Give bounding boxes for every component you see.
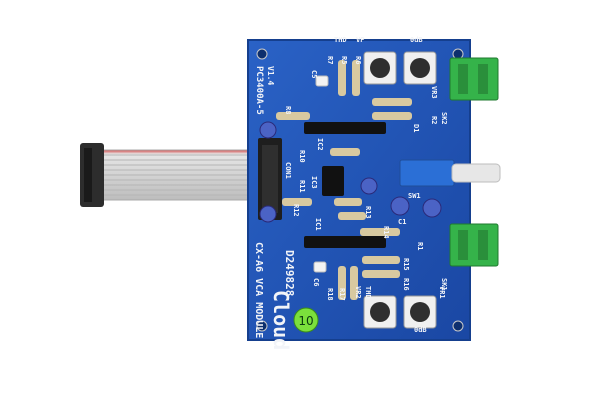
label-r15: R15 xyxy=(402,258,410,271)
capacitors xyxy=(259,75,442,273)
label-sw1: SW1 xyxy=(408,192,421,200)
label-c1: C1 xyxy=(398,218,406,226)
label-con1: CON1 xyxy=(284,162,292,179)
version-text: V1.4 xyxy=(266,66,275,85)
label-vp-top: VP xyxy=(356,36,364,44)
label-r6: R6 xyxy=(354,56,362,64)
label-ic1: IC1 xyxy=(314,218,322,231)
label-vr1: VR1 xyxy=(438,286,446,299)
label-r11: R11 xyxy=(298,180,306,193)
ribbon-connector xyxy=(80,143,104,207)
label-r10: R10 xyxy=(298,150,306,163)
silkscreen: Cloud CX-A6 VCA MODULE D249828 PC3400A-5… xyxy=(253,36,448,350)
label-r18: R18 xyxy=(326,288,334,301)
green-marker: 10 xyxy=(293,307,319,333)
marker-text: 10 xyxy=(298,314,313,328)
part-number-text: D249828 xyxy=(283,250,296,296)
label-c6: C6 xyxy=(312,278,320,286)
label-r13: R13 xyxy=(364,206,372,219)
label-sk2: SK2 xyxy=(440,112,448,125)
label-c5: C5 xyxy=(310,70,318,78)
label-vr3: VR3 xyxy=(430,86,438,99)
label-thd-top: THD xyxy=(334,36,347,44)
label-r16: R16 xyxy=(402,278,410,291)
label-r1: R1 xyxy=(416,242,424,250)
label-sk1: SK1 xyxy=(440,278,448,291)
label-0db-top: 0dB xyxy=(410,36,423,44)
label-r8: R8 xyxy=(284,106,292,114)
sw1-switch xyxy=(399,159,501,187)
label-d1: D1 xyxy=(412,124,420,132)
label-r14: R14 xyxy=(382,226,390,239)
label-vr2: VR2 xyxy=(354,286,362,299)
pcb-code-text: PC3400A-5 xyxy=(254,66,264,115)
resistors xyxy=(276,60,412,300)
ic-chips xyxy=(304,122,386,248)
label-r17: R17 xyxy=(338,288,346,301)
label-r12: R12 xyxy=(292,204,300,217)
ribbon-cable xyxy=(99,149,263,201)
model-text: CX-A6 VCA MODULE xyxy=(253,242,264,338)
label-ic2: IC2 xyxy=(316,138,324,151)
screw-terminals xyxy=(449,57,499,267)
label-ic3: IC3 xyxy=(310,176,318,189)
con1-header xyxy=(258,138,282,220)
label-r5: R5 xyxy=(340,56,348,64)
label-thd-bottom: THD xyxy=(364,286,372,299)
label-r2: R2 xyxy=(430,116,438,124)
brand-logo-text: Cloud xyxy=(269,290,293,350)
label-r7: R7 xyxy=(326,56,334,64)
trimmer-pots xyxy=(363,51,437,329)
label-0db-bottom: 0dB xyxy=(414,326,427,334)
